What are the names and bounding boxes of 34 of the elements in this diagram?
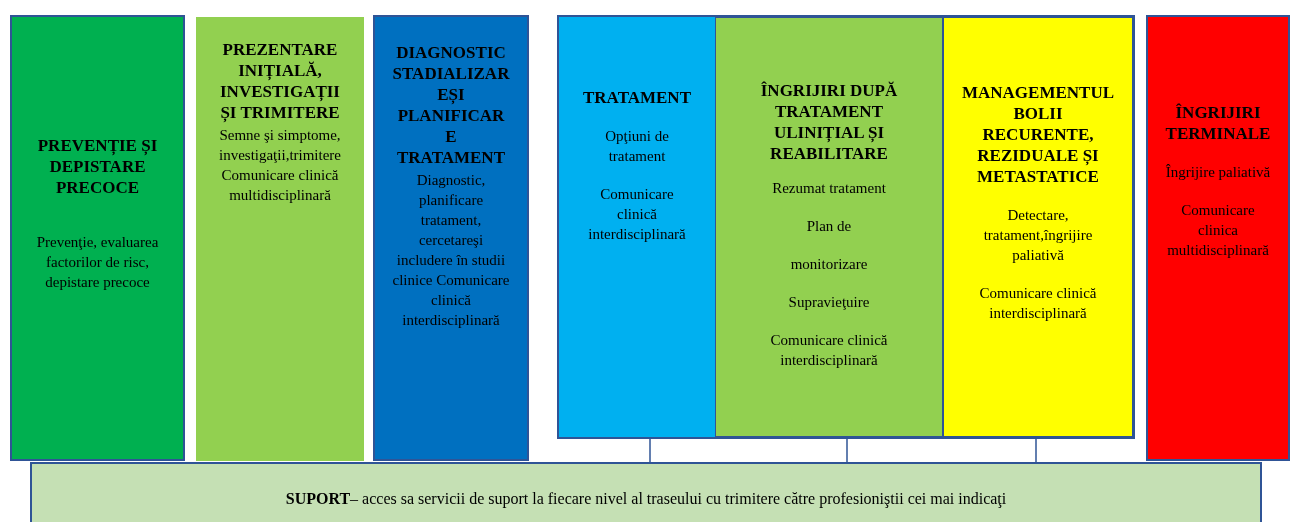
stage-text: Rezumat tratament bbox=[771, 179, 887, 198]
stage-column bbox=[1146, 15, 1290, 461]
stage-text: Supravieţuire bbox=[787, 293, 871, 312]
stage-heading: DIAGNOSTIC STADIALIZAREȘI PLANIFICARE TRATAMENT bbox=[392, 42, 510, 168]
stage-text: Prevenţie, evaluarea factorilor de risc, depistare precoce bbox=[35, 233, 160, 292]
support-text: SUPORT– acces sa servicii de suport la fiecare nivel al traseului cu trimitere către profesioniştii cei mai indicaţi bbox=[284, 489, 1008, 509]
stage-column bbox=[373, 15, 529, 461]
connector-line bbox=[649, 438, 651, 463]
stage-heading: TRATAMENT bbox=[583, 87, 691, 108]
stage-column bbox=[10, 15, 185, 461]
stage-column bbox=[943, 17, 1133, 437]
stage-column bbox=[559, 17, 715, 437]
stage-text: Opţiuni de tratament bbox=[604, 127, 670, 166]
stage-text: Detectare, tratament,îngrijire paliativă bbox=[982, 206, 1094, 265]
connector-line bbox=[1035, 438, 1037, 463]
stage-heading: PREVENȚIE ȘI DEPISTARE PRECOCE bbox=[36, 135, 159, 198]
stage-text: Comunicare clinica multidisciplinară bbox=[1166, 201, 1270, 260]
stage-text: monitorizare bbox=[789, 255, 869, 274]
connector-line bbox=[846, 438, 848, 463]
stage-text: Comunicare clinică interdisciplinară bbox=[769, 331, 889, 370]
support-bar bbox=[30, 462, 1262, 522]
stage-text: Comunicare clinică interdisciplinară bbox=[587, 185, 687, 244]
group-frame bbox=[557, 15, 1135, 439]
stage-text: Plan de bbox=[805, 217, 853, 236]
stage-text: Comunicare clinică interdisciplinară bbox=[978, 284, 1098, 323]
stage-heading: MANAGEMENTUL BOLII RECURENTE, REZIDUALE ȘI METASTATICE bbox=[960, 82, 1116, 187]
stage-heading: PREZENTARE INIȚIALĂ, INVESTIGAȚII ȘI TRIMITERE bbox=[219, 39, 341, 123]
stage-text: Semne şi simptome, investigaţii,trimitere Comunicare clinică multidisciplinară bbox=[217, 126, 343, 205]
stage-heading: ÎNGRIJIRI DUPĂ TRATAMENT ULINIȚIAL ȘI REABILITARE bbox=[759, 80, 899, 164]
stage-heading: ÎNGRIJIRI TERMINALE bbox=[1164, 102, 1272, 144]
stage-text: Îngrijire paliativă bbox=[1164, 163, 1272, 182]
stage-text: Diagnostic, planificare tratament, cercetareşi includere în studii clinice Comunicare clinică interdisciplinară bbox=[392, 171, 510, 330]
stage-column bbox=[196, 17, 364, 461]
stage-column bbox=[715, 17, 943, 437]
